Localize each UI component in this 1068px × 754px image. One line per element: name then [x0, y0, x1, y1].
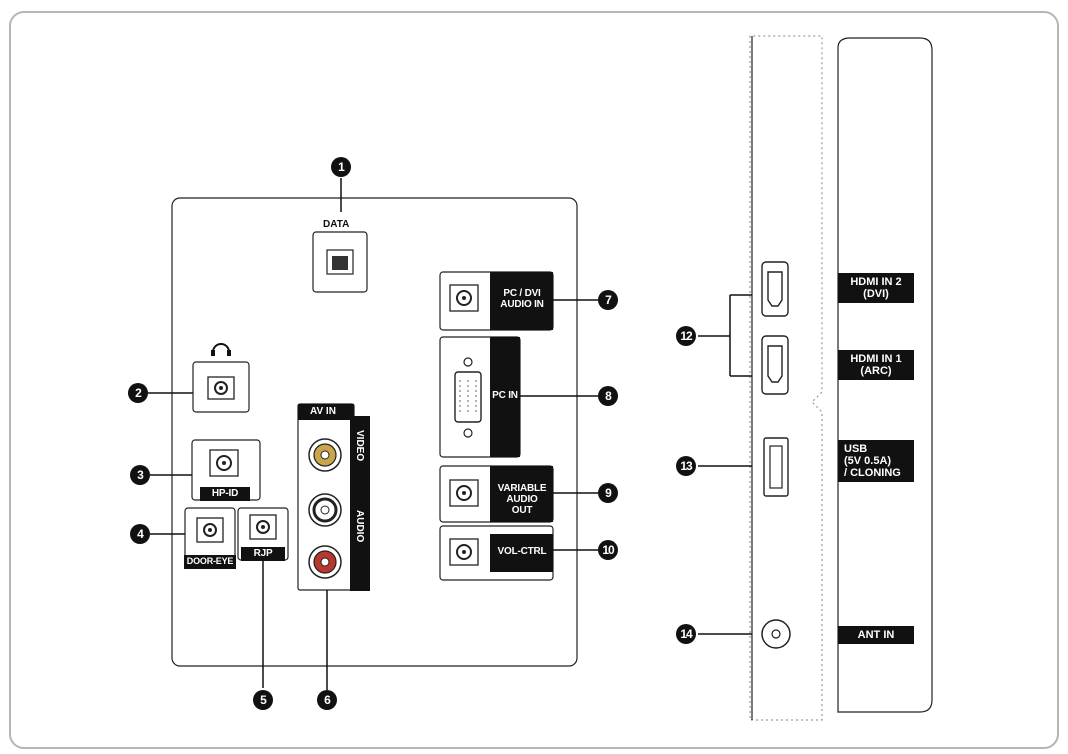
usb-label: USB(5V 0.5A)/ CLONING [838, 440, 914, 482]
headphone-icon [212, 343, 230, 353]
ant-in-label: ANT IN [838, 626, 914, 644]
hdmi1-label: HDMI IN 1(ARC) [838, 350, 914, 380]
side-label-panel [837, 37, 933, 713]
pc-in-label: PC IN [492, 390, 518, 401]
callout-6: 6 [317, 690, 337, 710]
side-edge-outline [749, 35, 823, 721]
callout-5: 5 [253, 690, 273, 710]
door-eye-label: DOOR-EYE [184, 555, 236, 569]
hdmi2-label: HDMI IN 2(DVI) [838, 273, 914, 303]
callout-4: 4 [130, 524, 150, 544]
audio-label: AUDIO [354, 510, 365, 543]
callout-8: 8 [598, 386, 618, 406]
callout-7: 7 [598, 290, 618, 310]
video-label: VIDEO [354, 430, 365, 462]
callout-2: 2 [128, 383, 148, 403]
av-in-label: AV IN [310, 406, 336, 417]
callout-9: 9 [598, 483, 618, 503]
rear-panel [171, 197, 578, 667]
callout-1: 1 [331, 157, 351, 177]
hp-id-label: HP-ID [200, 487, 250, 501]
callout-10: 10 [598, 540, 618, 560]
callout-3: 3 [130, 465, 150, 485]
vol-ctrl-label: VOL-CTRL [497, 546, 547, 557]
callout-14: 14 [676, 624, 696, 644]
data-port-label: DATA [323, 219, 350, 230]
callout-13: 13 [676, 456, 696, 476]
rjp-label: RJP [241, 547, 285, 561]
callout-12: 12 [676, 326, 696, 346]
outer-frame [9, 11, 1059, 749]
